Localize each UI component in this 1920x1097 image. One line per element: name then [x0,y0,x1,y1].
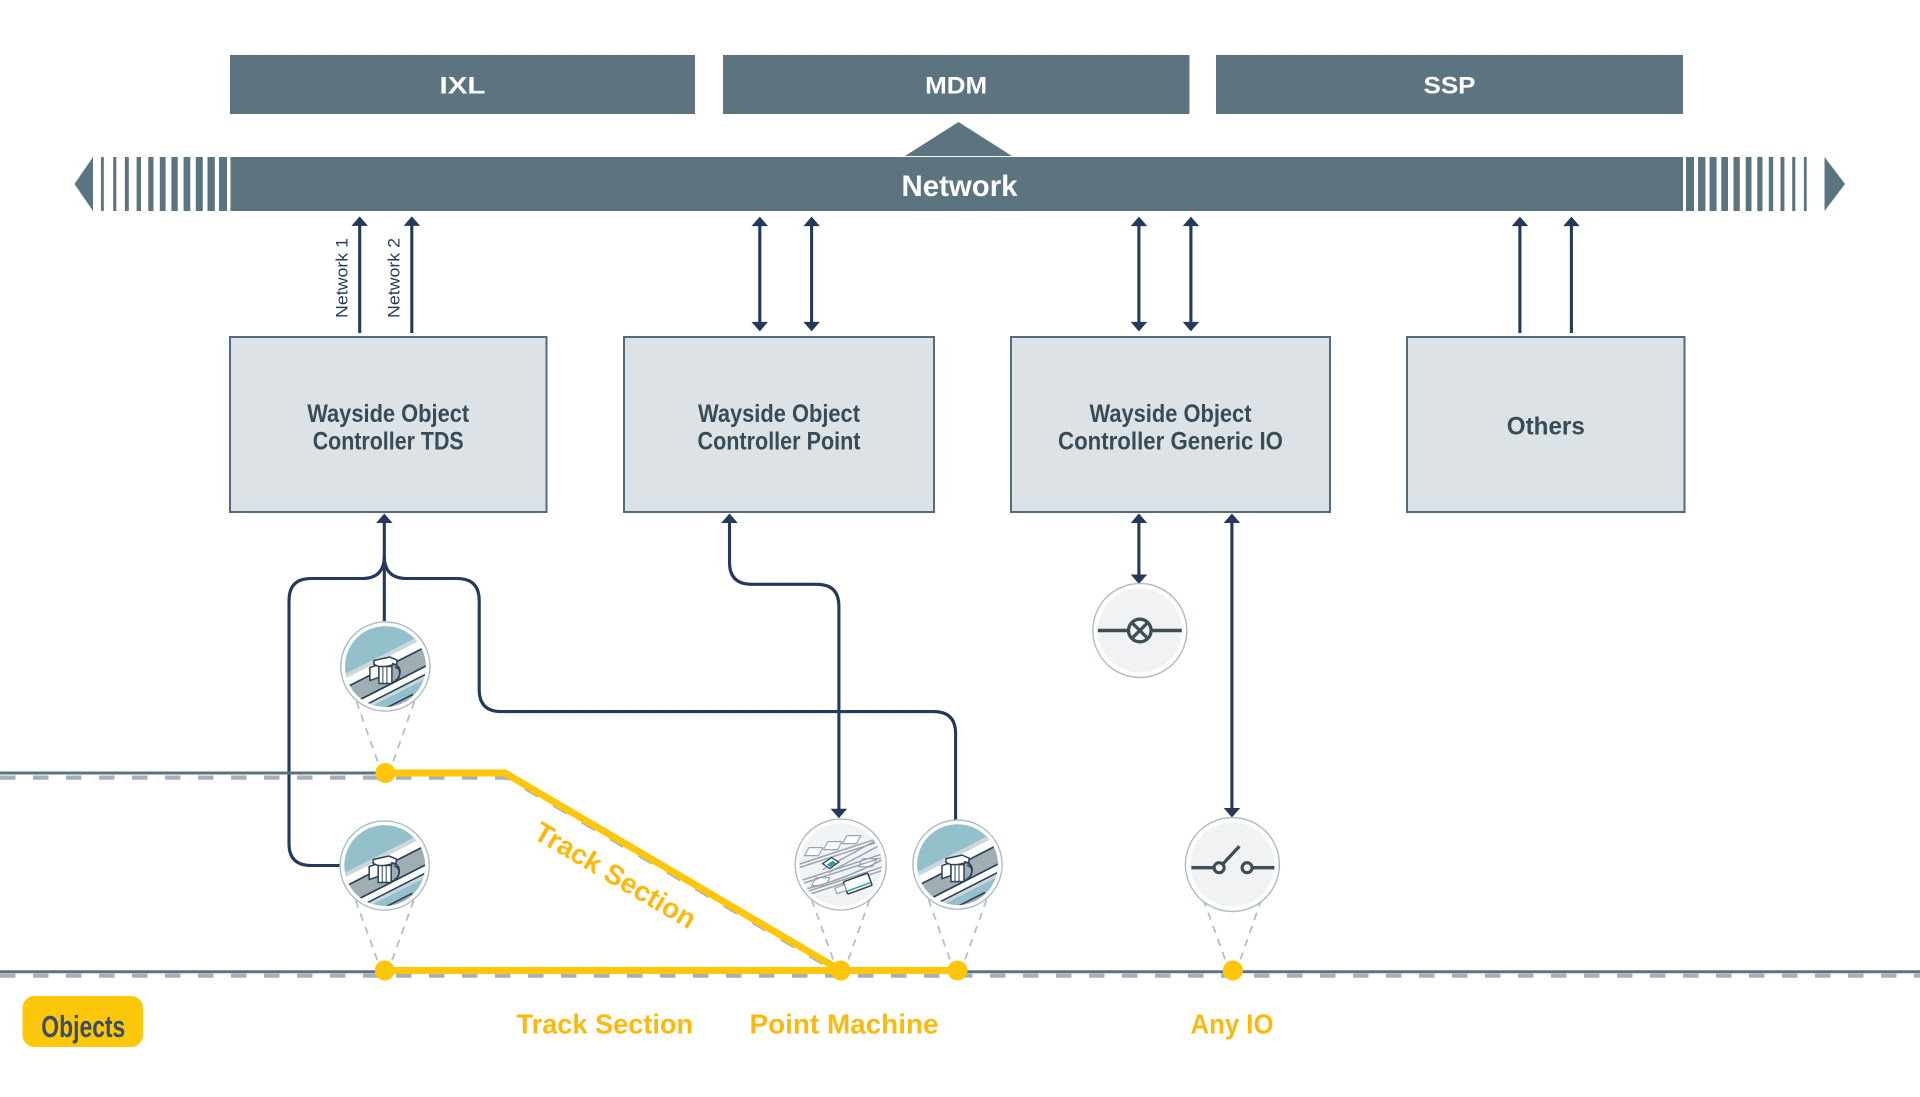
svg-text:Wayside Object: Wayside Object [698,400,861,428]
svg-text:Others: Others [1507,412,1585,440]
svg-text:Wayside Object: Wayside Object [307,400,470,428]
svg-text:Track Section: Track Section [517,1009,694,1040]
svg-text:Controller Generic IO: Controller Generic IO [1058,428,1283,456]
svg-text:IXL: IXL [440,73,486,100]
svg-text:SSP: SSP [1424,73,1476,100]
svg-text:Wayside Object: Wayside Object [1090,400,1253,428]
svg-text:Controller Point: Controller Point [698,428,862,456]
svg-text:Objects: Objects [41,1009,125,1044]
svg-text:Point Machine: Point Machine [750,1009,939,1040]
svg-text:Network 2: Network 2 [386,238,404,318]
svg-text:Network: Network [902,170,1018,203]
svg-text:Any IO: Any IO [1191,1009,1274,1040]
svg-text:Network 1: Network 1 [334,238,352,318]
svg-text:MDM: MDM [925,73,987,100]
svg-text:Controller TDS: Controller TDS [313,428,464,456]
